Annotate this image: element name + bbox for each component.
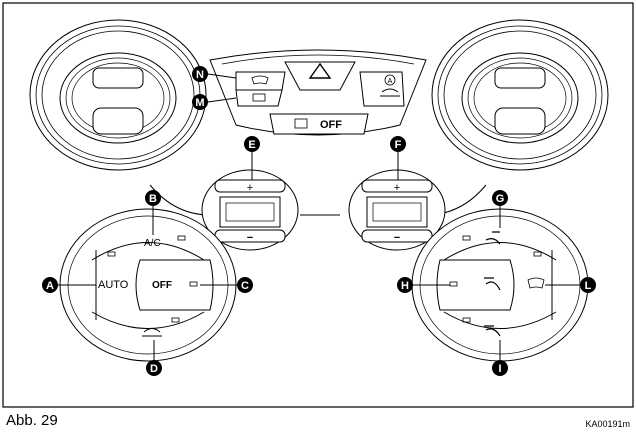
defrost-max-led bbox=[533, 251, 542, 257]
ac-button-label: A/C bbox=[144, 238, 161, 249]
left-fan-knob-group bbox=[59, 208, 237, 362]
left-air-vent[interactable] bbox=[29, 19, 207, 171]
callout-B bbox=[145, 190, 161, 206]
air-distribution-face-button[interactable] bbox=[442, 265, 510, 305]
figure-code: KA00191m bbox=[585, 419, 630, 429]
callout-L-label: L bbox=[585, 280, 592, 292]
off-led bbox=[189, 281, 198, 287]
callout-M bbox=[192, 94, 208, 110]
rear-window-defrost-icon bbox=[252, 93, 266, 102]
left-temperature-control[interactable] bbox=[201, 169, 299, 251]
recirculation-auto-icon bbox=[384, 74, 396, 86]
callout-B-label: B bbox=[149, 193, 157, 205]
distribution-feet-led bbox=[462, 317, 471, 323]
auto-led bbox=[107, 251, 116, 257]
air-distribution-feet-button[interactable] bbox=[470, 318, 520, 346]
distribution-face-led bbox=[449, 281, 458, 287]
callout-I bbox=[492, 360, 508, 376]
callout-E bbox=[244, 136, 260, 152]
air-distribution-icon bbox=[485, 231, 501, 245]
callout-C bbox=[237, 277, 253, 293]
callout-H-label: H bbox=[401, 280, 409, 292]
hazard-triangle-icon bbox=[308, 62, 332, 79]
car-recirculation-icon bbox=[142, 328, 162, 337]
callout-A-label: A bbox=[46, 280, 54, 292]
callout-G-label: G bbox=[496, 193, 505, 205]
callout-N-label: N bbox=[196, 69, 204, 81]
callout-F-label: F bbox=[395, 139, 402, 151]
callout-H bbox=[397, 277, 413, 293]
right-temperature-control[interactable] bbox=[348, 169, 446, 251]
recirculation-auto-letter: A bbox=[388, 78, 393, 85]
recirculation-off-button[interactable] bbox=[269, 113, 369, 135]
rear-window-defrost-button[interactable] bbox=[235, 89, 283, 107]
callout-D-label: D bbox=[150, 363, 158, 375]
figure-caption: Abb. 29 bbox=[6, 412, 58, 429]
right-air-vent[interactable] bbox=[431, 19, 609, 171]
air-distribution-icon bbox=[484, 325, 501, 337]
callout-N bbox=[192, 66, 208, 82]
callout-E-label: E bbox=[248, 139, 255, 151]
windshield-defrost-icon bbox=[251, 75, 269, 85]
callout-C-label: C bbox=[241, 280, 249, 292]
distribution-up-led bbox=[462, 235, 471, 241]
hazard-button[interactable] bbox=[284, 61, 356, 91]
off-button[interactable] bbox=[140, 265, 205, 305]
callout-I-label: I bbox=[498, 363, 501, 375]
right-temp-plus-label[interactable]: + bbox=[394, 182, 400, 194]
callout-badges: N M E F B A C D G H I L bbox=[42, 66, 596, 376]
off-button-label: OFF bbox=[152, 280, 172, 291]
windshield-defrost-max-button[interactable] bbox=[520, 268, 552, 298]
callout-M-label: M bbox=[195, 97, 204, 109]
callout-G bbox=[492, 190, 508, 206]
left-temp-plus-label[interactable]: + bbox=[247, 182, 253, 194]
air-distribution-icon bbox=[484, 277, 501, 291]
left-temp-minus-label[interactable]: − bbox=[247, 232, 253, 244]
callout-F bbox=[390, 136, 406, 152]
recirculation-off-label: OFF bbox=[320, 119, 342, 131]
recirculation-auto-button[interactable] bbox=[359, 71, 405, 107]
windshield-defrost-button[interactable] bbox=[235, 71, 286, 91]
car-recirculation-icon bbox=[380, 88, 400, 97]
auto-button-label: AUTO bbox=[98, 279, 129, 291]
panel-drawing: A OFF + − + − AUTO A/C OF bbox=[2, 2, 634, 408]
windshield-defrost-icon bbox=[527, 277, 545, 289]
callout-A bbox=[42, 277, 58, 293]
right-temp-minus-label[interactable]: − bbox=[394, 232, 400, 244]
callout-lines bbox=[57, 73, 580, 360]
ac-led bbox=[177, 235, 186, 241]
callout-L bbox=[580, 277, 596, 293]
callout-D bbox=[146, 360, 162, 376]
recirc-led bbox=[171, 317, 180, 323]
recirc-off-icon bbox=[294, 118, 308, 129]
